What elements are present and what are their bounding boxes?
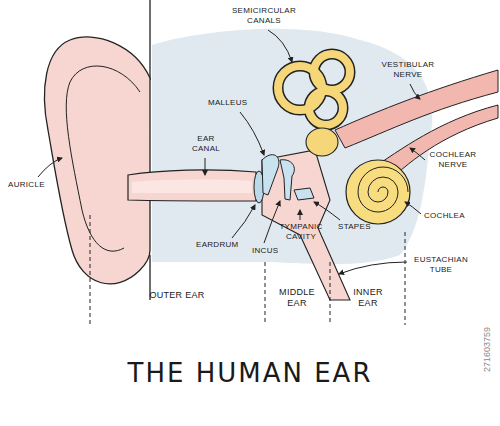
part-label: VESTIBULAR NERVE [378,60,438,79]
auricle-fold [66,66,140,251]
part-label: SEMICIRCULAR CANALS [226,6,302,25]
malleus-shape [262,155,279,195]
vestibular-nerve [335,70,498,148]
part-label: COCHLEAR NERVE [426,150,480,169]
ear-canal-inner [132,180,252,193]
leader-lines [38,30,425,274]
watermark-number: 271603759 [482,327,492,372]
ear-canal [128,170,256,201]
stapes-shape [294,188,314,200]
part-label: EAR CANAL [188,134,224,153]
part-label: STAPES [338,222,371,232]
vestibule [306,128,338,156]
section-dividers [90,215,405,325]
cochlea-spiral [358,167,408,212]
section-label: OUTER EAR [137,290,217,301]
section-label: INNER EAR [349,287,387,309]
cochlea-shape [346,160,410,224]
section-label: MIDDLE EAR [278,287,316,309]
part-label: AURICLE [8,180,45,190]
part-label: EARDRUM [196,240,239,250]
diagram-title: THE HUMAN EAR [0,358,500,388]
part-label: TYMPANIC CAVITY [276,222,326,241]
incus-shape [280,160,294,200]
part-label: INCUS [252,246,278,256]
part-label: COCHLEA [424,211,465,221]
part-label: EUSTACHIAN TUBE [410,255,472,274]
semicircular-canals [278,54,350,125]
middle-ear-cavity [262,150,350,300]
auricle-shape [44,37,150,284]
part-label: MALLEUS [208,98,247,108]
